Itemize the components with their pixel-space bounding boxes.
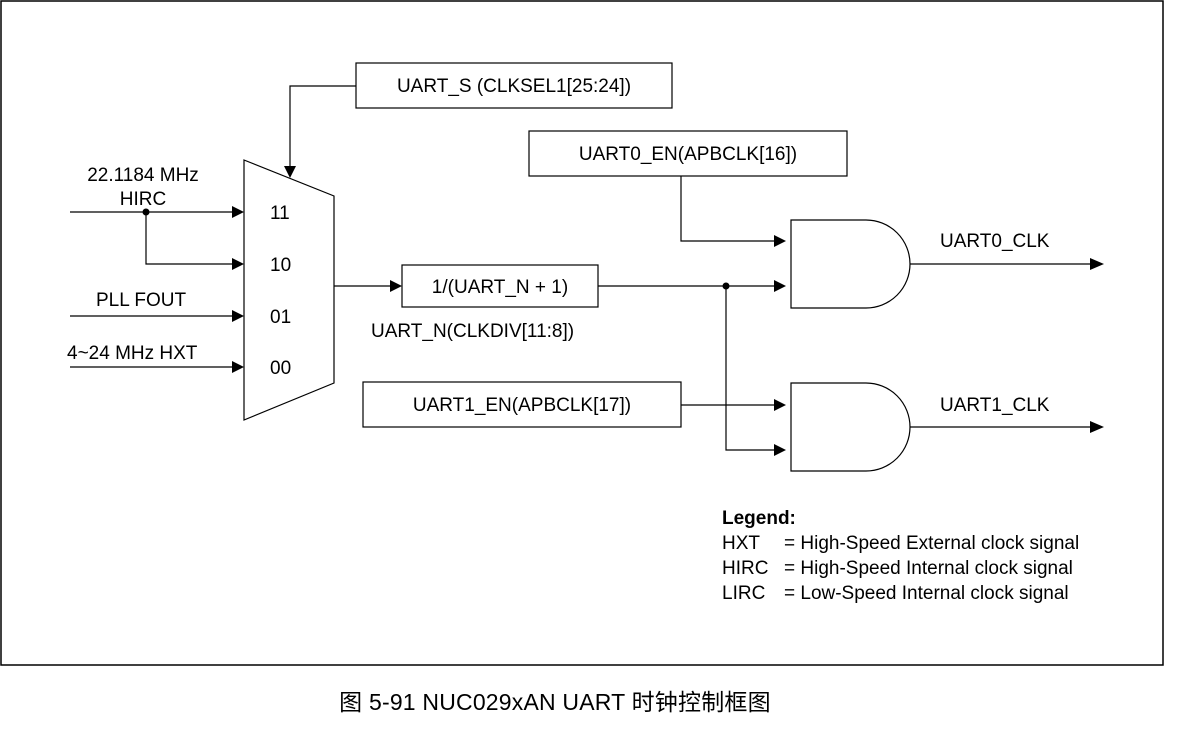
hirc-label: HIRC <box>120 189 166 210</box>
diagram-frame <box>0 0 1164 666</box>
uart1-output-arrow-head <box>1090 421 1104 433</box>
legend-desc-lirc: = Low-Speed Internal clock signal <box>784 583 1069 604</box>
hxt-label: 4~24 MHz HXT <box>67 343 198 364</box>
mux-input-11: 11 <box>270 203 290 224</box>
legend-abbr-hirc: HIRC <box>722 558 768 579</box>
legend-desc-hirc: = High-Speed Internal clock signal <box>784 558 1073 579</box>
legend-abbr-hxt: HXT <box>722 533 760 554</box>
uart-s-select-label: UART_S (CLKSEL1[25:24]) <box>397 76 631 97</box>
select-wire <box>289 85 356 166</box>
select-arrow-head <box>284 166 296 178</box>
arrow-head-00 <box>232 361 244 373</box>
divider-control-label: UART_N(CLKDIV[11:8]) <box>371 321 574 342</box>
uart-clock-diagram: 22.1184 MHz HIRC PLL FOUT 4~24 MHz HXT 1… <box>0 0 1164 666</box>
legend-desc-hxt: = High-Speed External clock signal <box>784 533 1079 554</box>
mux-input-00: 00 <box>270 358 291 379</box>
uart0-and-gate <box>790 219 911 309</box>
uart0-enable-wire <box>680 176 774 242</box>
legend: Legend: HXT = High-Speed External clock … <box>722 508 1079 604</box>
uart0-enable-arrow-head <box>774 235 786 247</box>
uart-s-select-box <box>355 62 673 109</box>
arrow-head-11 <box>232 206 244 218</box>
legend-abbr-lirc: LIRC <box>722 583 765 604</box>
divider-label: 1/(UART_N + 1) <box>432 277 568 298</box>
uart0-enable-label: UART0_EN(APBCLK[16]) <box>579 144 797 165</box>
uart0-clk-label: UART0_CLK <box>940 231 1050 252</box>
legend-title: Legend: <box>722 508 796 529</box>
gate1-clock-arrow-head <box>774 444 786 456</box>
divider-arrow-head <box>390 280 402 292</box>
arrow-head-01 <box>232 310 244 322</box>
arrow-head-10 <box>232 258 244 270</box>
uart1-enable-arrow-head <box>774 399 786 411</box>
uart1-clk-label: UART1_CLK <box>940 395 1050 416</box>
pll-fout-label: PLL FOUT <box>96 290 186 311</box>
figure-caption: 图 5-91 NUC029xAN UART 时钟控制框图 <box>339 689 771 715</box>
mux-input-01: 01 <box>270 307 291 328</box>
gate0-clock-arrow-head <box>774 280 786 292</box>
clock-mux <box>243 159 335 421</box>
uart1-and-gate <box>790 382 911 472</box>
divider-box <box>401 264 599 308</box>
uart1-enable-box <box>362 381 682 428</box>
uart1-enable-label: UART1_EN(APBCLK[17]) <box>413 395 631 416</box>
mux-input-10: 10 <box>270 255 291 276</box>
gate1-clock-wire <box>725 286 774 451</box>
uart0-enable-box <box>528 130 848 177</box>
uart0-output-arrow-head <box>1090 258 1104 270</box>
hirc-frequency-label: 22.1184 MHz <box>87 165 199 186</box>
hirc-wire-10 <box>145 212 232 265</box>
